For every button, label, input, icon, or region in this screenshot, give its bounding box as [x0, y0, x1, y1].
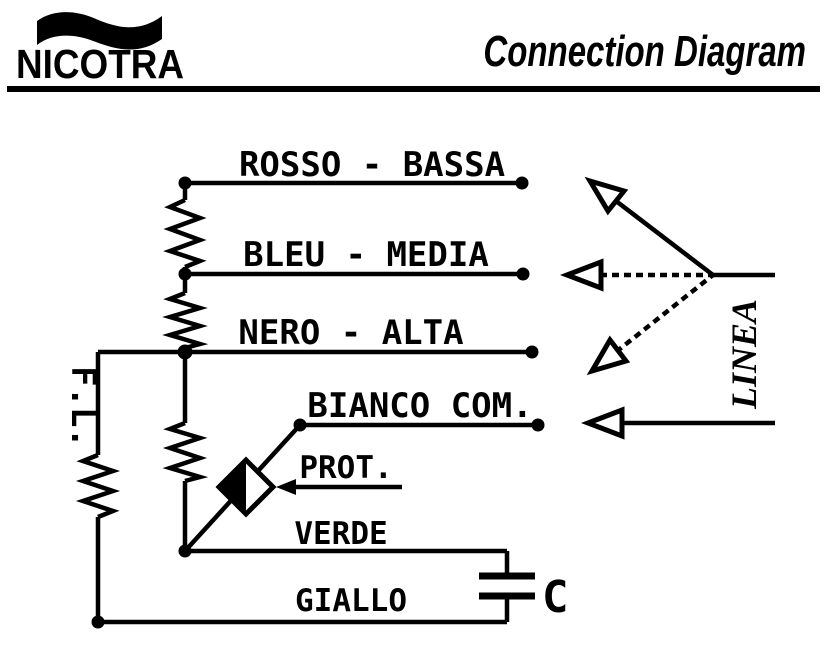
winding-resistor-3 — [162, 420, 209, 484]
protector-diamond-fill — [219, 460, 246, 514]
protector-arrowhead-icon — [276, 479, 296, 495]
wire-verde: VERDE — [178, 516, 507, 558]
wire-bleu-label: BLEU - MEDIA — [243, 235, 489, 275]
protector-label: PROT. — [299, 450, 392, 486]
selector-arrowhead-media-icon — [559, 258, 604, 292]
wire-giallo-label: GIALLO — [295, 583, 407, 619]
wire-giallo: GIALLO — [91, 583, 507, 629]
wire-rosso: ROSSO - BASSA — [178, 145, 529, 190]
wire-nero-end-dot — [525, 345, 539, 359]
capacitor: C — [479, 551, 569, 623]
linea-label: LINEA — [724, 299, 764, 410]
page-title: Connection Diagram — [483, 28, 806, 77]
selector-arm-alta — [614, 273, 715, 354]
winding-resistor-2 — [162, 290, 209, 351]
header-rule — [7, 86, 820, 92]
wire-bianco-label: BIANCO COM. — [307, 386, 532, 426]
brand-wave-icon — [37, 12, 162, 50]
fl-branch: F.L. — [63, 352, 121, 622]
selector-arrowhead-alta-icon — [586, 335, 631, 376]
winding-resistor-1 — [163, 197, 207, 270]
selector-arrowhead-bassa-icon — [584, 176, 629, 216]
wire-bleu-end-dot — [516, 267, 530, 281]
selector-arm-bassa — [614, 199, 715, 277]
wire-nero-junction-dot — [177, 344, 193, 360]
wire-rosso-end-dot — [515, 176, 529, 190]
wire-giallo-junction-dot — [91, 615, 105, 629]
thermal-protector: PROT. — [183, 423, 402, 553]
wire-bianco: BIANCO COM. — [293, 386, 545, 432]
winding-column — [162, 183, 209, 551]
brand-name: NICOTRA — [16, 42, 184, 87]
wire-bianco-end-dot — [531, 418, 545, 432]
wire-nero: NERO - ALTA — [98, 313, 539, 360]
wire-rosso-label: ROSSO - BASSA — [239, 145, 505, 185]
wire-bleu-junction-dot — [178, 267, 192, 281]
wire-verde-junction-dot — [178, 544, 192, 558]
capacitor-label: C — [542, 572, 569, 623]
wire-verde-label: VERDE — [294, 516, 387, 552]
selector-arrowhead-common-icon — [580, 406, 625, 440]
linea-selector: LINEA — [559, 176, 775, 440]
wire-rosso-junction-dot — [178, 176, 192, 190]
brand-logo: NICOTRA — [16, 12, 184, 87]
fl-label: F.L. — [63, 366, 103, 448]
wire-nero-label: NERO - ALTA — [238, 313, 463, 353]
fl-resistor — [75, 452, 121, 520]
wire-bleu: BLEU - MEDIA — [178, 235, 530, 281]
